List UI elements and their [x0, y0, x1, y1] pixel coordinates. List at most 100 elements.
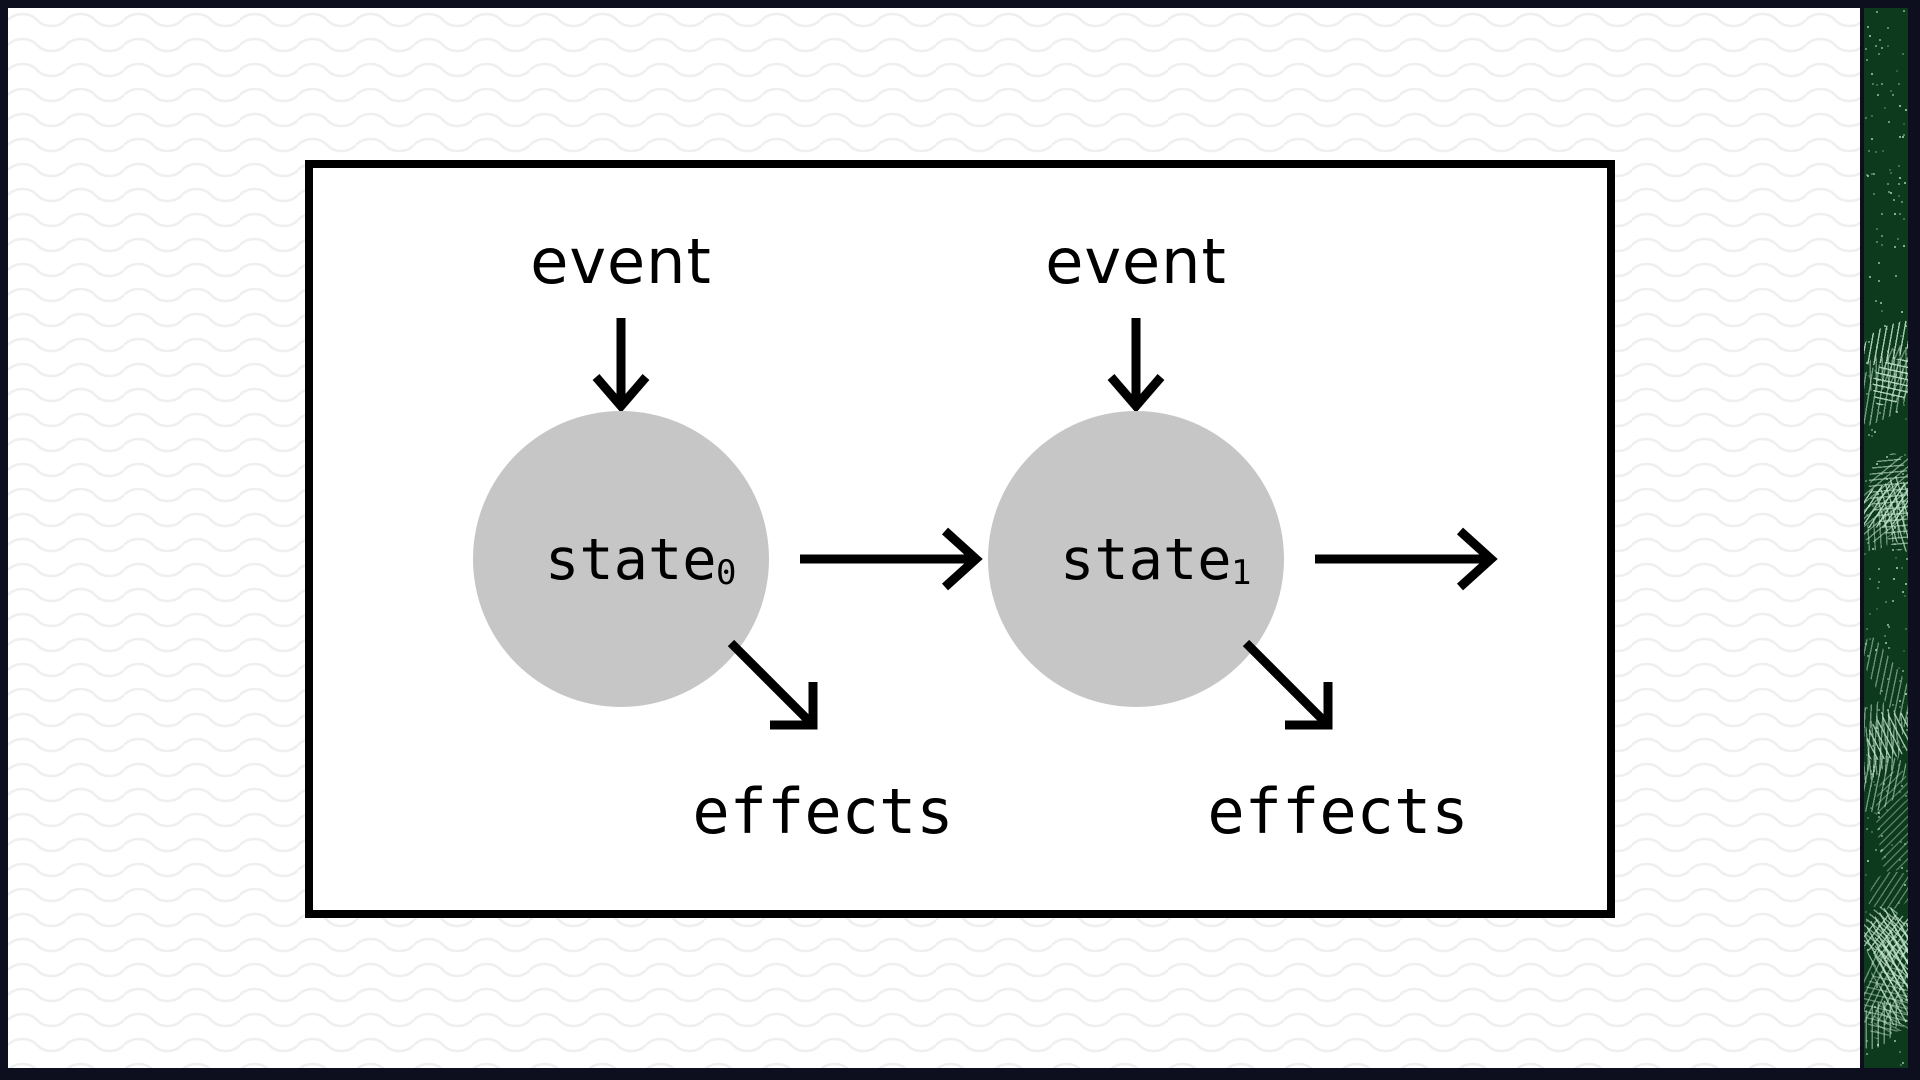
foliage-speck: [1869, 784, 1872, 787]
foliage-speck: [1869, 637, 1872, 640]
foliage-speck: [1887, 677, 1890, 680]
foliage-speck: [1889, 366, 1892, 369]
foliage-speck: [1875, 848, 1878, 851]
foliage-speck: [1876, 727, 1879, 730]
foliage-speck: [1901, 201, 1903, 204]
foliage-speck: [1903, 218, 1906, 221]
foliage-speck: [1899, 705, 1902, 708]
state-subscript-0: 0: [716, 553, 736, 593]
foliage-speck: [1885, 789, 1888, 792]
foliage-speck: [1869, 578, 1872, 581]
foliage-speck: [1874, 950, 1877, 953]
foliage-speck: [1870, 806, 1873, 809]
foliage-speck: [1868, 34, 1871, 37]
foliage-speck: [1879, 956, 1882, 959]
foliage-speck: [1875, 299, 1878, 302]
foliage-speck: [1872, 173, 1875, 176]
foliage-speck: [1870, 769, 1873, 772]
foliage-speck: [1878, 709, 1881, 712]
foliage-speck: [1866, 58, 1869, 61]
foliage-speck: [1893, 245, 1896, 248]
foliage-speck: [1880, 47, 1883, 50]
foliage-speck: [1864, 874, 1867, 877]
foliage-speck: [1892, 578, 1895, 581]
foliage-speck: [1871, 505, 1874, 508]
foliage-speck: [1868, 149, 1871, 152]
foliage-speck: [1902, 984, 1905, 987]
foliage-speck: [1898, 859, 1901, 862]
foliage-speck: [1872, 744, 1875, 747]
foliage-speck: [1904, 1019, 1907, 1022]
foliage-speck: [1899, 105, 1902, 108]
foliage-speck: [1867, 374, 1870, 377]
foliage-speck: [1898, 1051, 1901, 1054]
foliage-speck: [1888, 960, 1891, 963]
foliage-speck: [1872, 193, 1875, 196]
foliage-speck: [1866, 707, 1869, 710]
foliage-speck: [1898, 700, 1901, 703]
foliage-speck: [1869, 276, 1872, 279]
foliage-speck: [1892, 924, 1895, 927]
foliage-speck: [1895, 410, 1898, 413]
foliage-speck: [1895, 374, 1898, 377]
foliage-speck: [1888, 121, 1891, 124]
foliage-speck: [1883, 106, 1886, 109]
foliage-speck: [1905, 108, 1907, 111]
foliage-speck: [1897, 748, 1900, 751]
foliage-speck: [1895, 275, 1898, 278]
state-node-0[interactable]: [473, 411, 769, 707]
foliage-speck: [1892, 395, 1895, 398]
foliage-speck: [1872, 548, 1875, 551]
foliage-speck: [1877, 53, 1880, 56]
foliage-speck: [1902, 525, 1905, 528]
foliage-speck: [1902, 669, 1905, 672]
foliage-speck: [1884, 957, 1887, 960]
foliage-speck: [1877, 567, 1880, 570]
foliage-speck: [1876, 463, 1879, 466]
foliage-speck: [1905, 417, 1908, 420]
foliage-speck: [1871, 434, 1874, 437]
foliage-speck: [1864, 116, 1867, 119]
foliage-speck: [1904, 325, 1907, 328]
foliage-speck: [1898, 177, 1901, 179]
foliage-speck: [1866, 654, 1869, 657]
foliage-speck: [1881, 690, 1884, 693]
foliage-speck: [1898, 194, 1901, 197]
foliage-speck: [1866, 1052, 1869, 1055]
foliage-speck: [1900, 1064, 1903, 1067]
state-label-group-1: state 1: [1060, 527, 1251, 593]
diagram-frame: event event state 0 state 1: [305, 160, 1615, 918]
foliage-speck: [1881, 212, 1884, 215]
foliage-speck: [1873, 370, 1876, 373]
foliage-speck: [1866, 860, 1869, 863]
foliage-speck: [1883, 324, 1886, 327]
foliage-speck: [1866, 828, 1869, 831]
foliage-speck: [1894, 936, 1897, 939]
foliage-speck: [1881, 243, 1884, 246]
foliage-speck: [1903, 595, 1906, 598]
foliage-speck: [1884, 855, 1886, 858]
foliage-speck: [1892, 93, 1895, 96]
foliage-speck: [1889, 191, 1892, 194]
foliage-speck: [1890, 774, 1893, 777]
foliage-speck: [1905, 627, 1908, 630]
state-node-1[interactable]: [988, 411, 1284, 707]
foliage-speck: [1875, 648, 1878, 651]
foliage-speck: [1903, 511, 1906, 514]
foliage-speck: [1904, 974, 1907, 977]
foliage-speck: [1870, 428, 1873, 431]
foliage-speck: [1901, 136, 1904, 139]
foliage-speck: [1870, 115, 1873, 118]
foliage-speck: [1902, 591, 1905, 594]
foliage-speck: [1894, 527, 1897, 530]
foliage-speck: [1890, 1032, 1893, 1035]
foliage-speck: [1877, 581, 1880, 584]
foliage-speck: [1899, 378, 1902, 381]
foliage-speck: [1894, 213, 1897, 216]
foliage-speck: [1881, 473, 1884, 476]
foliage-speck: [1890, 844, 1893, 847]
foliage-speck: [1902, 472, 1905, 475]
foliage-speck: [1880, 516, 1883, 519]
foliage-speck: [1867, 817, 1870, 820]
